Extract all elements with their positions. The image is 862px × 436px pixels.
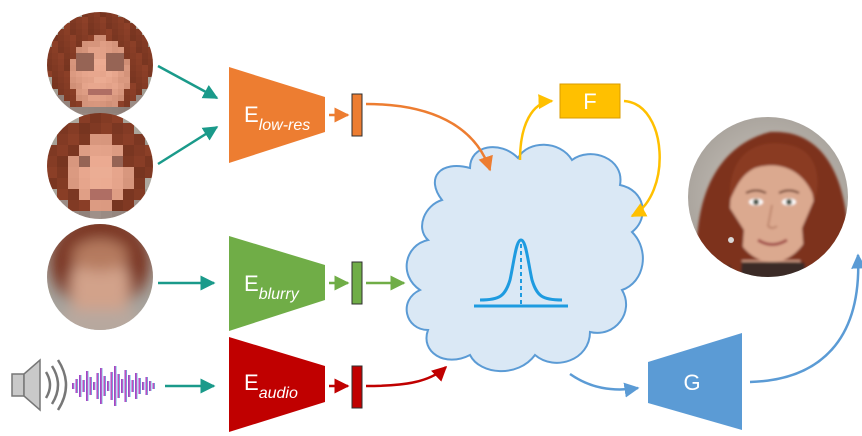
waveform-bar [152,383,155,389]
waveform-bar [110,372,113,400]
reconstructed-face [688,117,848,277]
waveform-bar [114,366,117,406]
encoder-audio-label: Eaudio [244,370,298,402]
low-res-face-1 [47,12,153,118]
waveform-bar [79,375,82,397]
arrow-generator-to-output [749,253,862,384]
waveform-bar [138,378,141,394]
latent-code-low-res [351,93,363,137]
waveform-bar [82,380,85,392]
waveform-bar [75,379,78,393]
arrow-audio-code-to-latent [365,365,448,388]
gaussian-distribution-icon [474,238,568,308]
arrow-lowres-code-to-latent [365,102,493,172]
latent-code-blurry [351,261,363,305]
arrow-latent-to-generator [569,372,640,398]
encoder-blurry-label: Eblurry [244,271,300,303]
waveform-bar [107,381,110,391]
waveform-bar [128,375,131,397]
encoder-blurry: Eblurry [229,236,325,331]
waveform-bar [93,382,96,390]
f-box [559,83,621,119]
waveform-bar [142,382,145,390]
waveform-bar [121,379,124,393]
waveform-icon [72,366,155,406]
waveform-bar [103,376,106,396]
waveform-bar [135,373,138,399]
waveform-bar [86,371,89,401]
waveform-bar [72,383,75,389]
encoder-low-res-label: Elow-res [244,102,310,134]
speaker-icon [11,358,68,412]
generator-label: G [683,370,700,395]
f-box-label: F [583,89,596,114]
waveform-bar [96,373,99,399]
waveform-bar [145,377,148,395]
waveform-bar [117,374,120,398]
waveform-bar [89,377,92,395]
arrow-latent-to-f [518,94,554,161]
encoder-low-res: Elow-res [229,67,325,163]
arrow-face1-to-lowres-encoder [157,64,219,100]
waveform-bar [124,370,127,402]
latent-code-audio [351,365,363,409]
latent-space-cloud [405,143,644,373]
waveform-bar [149,381,152,391]
generator: G [648,333,742,430]
low-res-face-2 [47,113,153,219]
encoder-audio: Eaudio [229,337,325,432]
blurry-face [47,224,153,330]
waveform-bar [131,380,134,392]
waveform-bar [100,368,103,404]
arrow-f-to-latent [623,99,661,218]
arrow-face2-to-lowres-encoder [157,125,219,166]
